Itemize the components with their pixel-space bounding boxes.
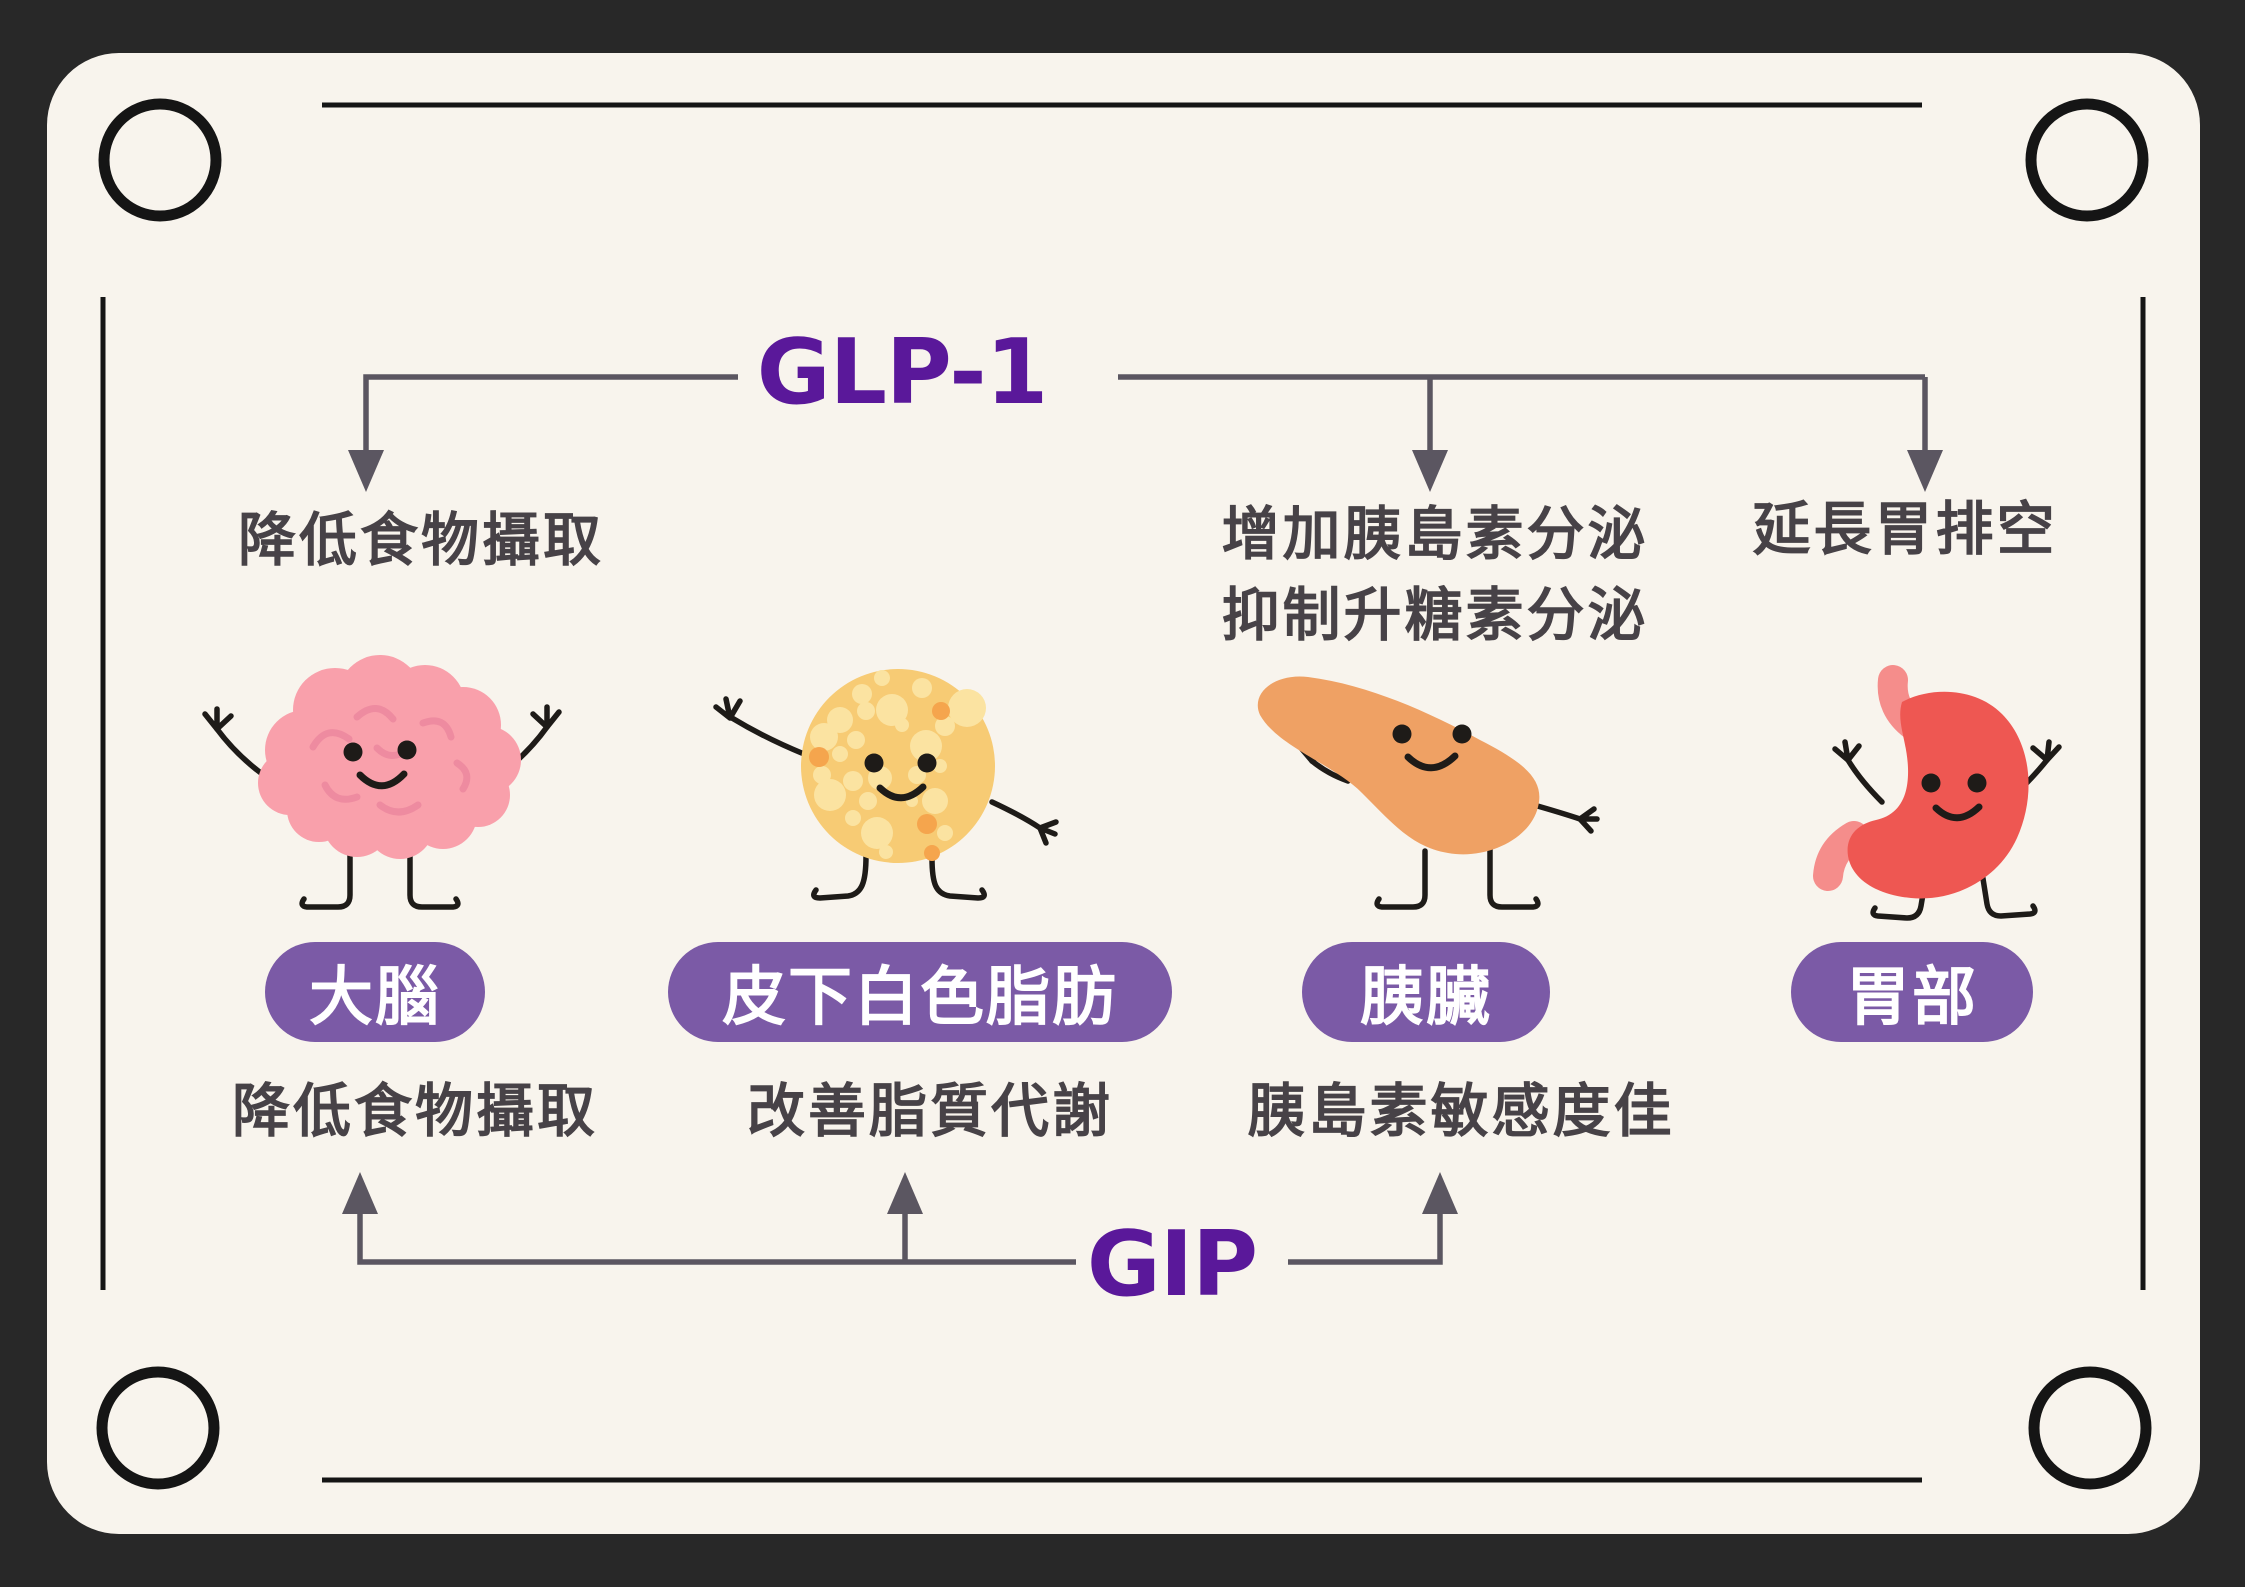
glp1-effect-pancreas-line2: 抑制升糖素分泌 <box>1221 581 1649 649</box>
gip-effect-pancreas-label: 胰島素敏感度佳 <box>1247 1077 1675 1145</box>
glp1-effect-stomach-label: 延長胃排空 <box>1752 495 2058 563</box>
gip-title: GIP <box>1086 1212 1258 1317</box>
organ-pill-fat: 皮下白色脂肪 <box>668 942 1172 1042</box>
organ-pill-pancreas: 胰臟 <box>1302 942 1550 1042</box>
glp1-title: GLP-1 <box>756 320 1049 425</box>
organ-pill-brain: 大腦 <box>265 942 485 1042</box>
glp1-effect-pancreas-label: 增加胰島素分泌 抑制升糖素分泌 <box>1135 494 1735 656</box>
gip-effect-brain-label: 降低食物攝取 <box>231 1077 598 1145</box>
gip-effect-fat-label: 改善脂質代謝 <box>746 1077 1113 1145</box>
glp1-effect-pancreas-line1: 增加胰島素分泌 <box>1221 500 1649 568</box>
organ-pill-stomach: 胃部 <box>1791 942 2033 1042</box>
glp1-effect-brain-label: 降低食物攝取 <box>237 506 604 574</box>
